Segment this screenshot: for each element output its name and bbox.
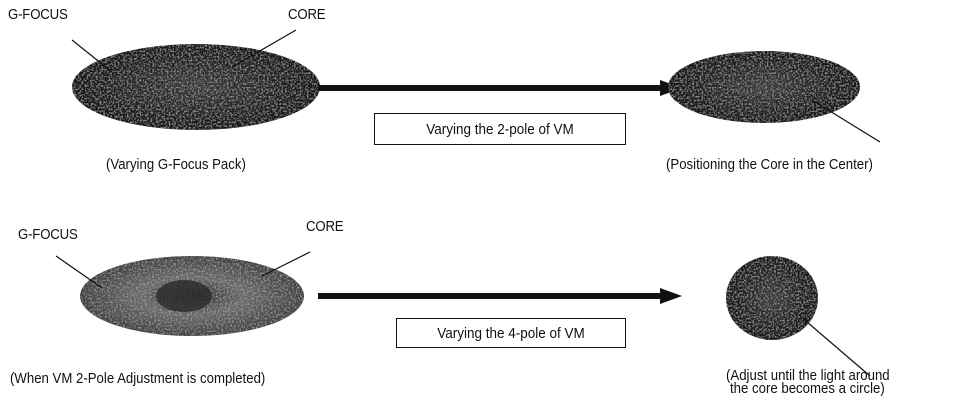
core-pointer-line-1 bbox=[231, 29, 297, 68]
caption-vm-2-pole-completed: (When VM 2-Pole Adjustment is completed) bbox=[10, 370, 266, 387]
action-box-4-pole: Varying the 4-pole of VM bbox=[396, 318, 626, 348]
action-box-2-pole: Varying the 2-pole of VM bbox=[374, 113, 626, 145]
action-label-2-pole: Varying the 2-pole of VM bbox=[426, 120, 574, 138]
core-dark-center bbox=[156, 280, 212, 312]
caption-varying-gfocus: (Varying G-Focus Pack) bbox=[106, 156, 246, 173]
core-pointer-line-right-2 bbox=[799, 315, 871, 377]
core-label-2: CORE bbox=[306, 218, 344, 235]
caption-positioning-core: (Positioning the Core in the Center) bbox=[666, 156, 873, 173]
gfocus-label-1: G-FOCUS bbox=[8, 6, 68, 23]
core-centered-spot bbox=[668, 51, 860, 123]
circular-spot bbox=[726, 256, 818, 340]
gfocus-pointer-line-2 bbox=[55, 255, 103, 289]
action-label-4-pole: Varying the 4-pole of VM bbox=[437, 324, 585, 342]
gfocus-label-2: G-FOCUS bbox=[18, 226, 78, 243]
core-pointer-line-right-1 bbox=[811, 99, 881, 143]
core-label-1: CORE bbox=[288, 6, 326, 23]
gfocus-pointer-line-1 bbox=[71, 39, 113, 73]
arrow-head-2 bbox=[660, 288, 682, 304]
gfocus-spot-stage1 bbox=[72, 44, 320, 130]
caption-adjust-circle-line1: (Adjust until the light around bbox=[726, 367, 890, 384]
core-pointer-line-2 bbox=[261, 251, 311, 277]
caption-adjust-circle-line2: the core becomes a circle) bbox=[730, 380, 885, 397]
